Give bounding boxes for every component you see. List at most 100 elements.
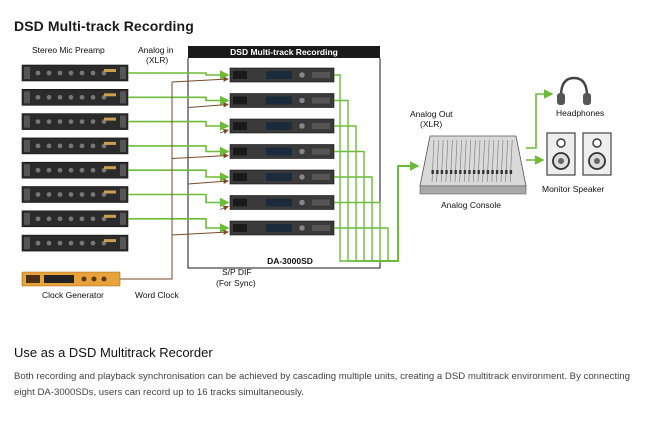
mic-preamp-unit <box>21 186 129 203</box>
sync-wire <box>171 76 229 83</box>
clock-generator-label: Clock Generator <box>42 290 104 300</box>
mic-preamp-unit <box>21 88 129 106</box>
console-fader <box>491 170 494 174</box>
recording-box-title: DSD Multi-track Recording <box>230 47 338 57</box>
console-channel-strip <box>491 139 495 183</box>
audio-in-wire <box>128 218 230 233</box>
analog-out-xlr-label: (XLR) <box>420 119 442 129</box>
console-fader <box>500 170 503 174</box>
audio-out-wire <box>334 165 418 262</box>
headphones-icon <box>557 76 591 105</box>
preamp-stack <box>21 64 129 252</box>
audio-out-wire <box>334 125 418 262</box>
console-channel-strip <box>496 139 499 183</box>
console-fader <box>431 170 434 174</box>
mic-preamp-unit <box>21 113 129 130</box>
spdif-sync-label: (For Sync) <box>216 278 256 288</box>
mic-preamp-unit <box>21 210 129 228</box>
monitor-speaker-icon <box>546 132 612 176</box>
console-fader <box>472 170 476 174</box>
recorder-unit <box>229 93 335 108</box>
sync-wire <box>219 205 229 211</box>
analog-out-label: Analog Out <box>410 109 453 119</box>
console-channel-strip <box>500 139 504 183</box>
clock-generator <box>21 271 121 287</box>
sync-wire <box>219 129 229 135</box>
console-fader <box>505 170 508 174</box>
audio-in-wire <box>128 95 230 106</box>
recorder-stack <box>229 67 335 236</box>
console-channel-strip <box>473 139 476 183</box>
recording-diagram: Stereo Mic Preamp Analog in (XLR) DSD Mu… <box>21 45 612 300</box>
stereo-mic-preamp-label: Stereo Mic Preamp <box>32 45 105 55</box>
recording-box-frame <box>187 58 381 269</box>
console-fader <box>436 170 439 174</box>
sync-wire <box>171 153 229 159</box>
console-channel-strip <box>440 139 444 183</box>
audio-in-wire <box>128 70 230 80</box>
console-fader <box>449 170 453 174</box>
audio-in-wire <box>128 193 230 208</box>
sync-wire <box>187 102 229 108</box>
analog-console-label: Analog Console <box>441 200 501 210</box>
word-clock-wire <box>120 82 173 280</box>
console-channel-strip <box>463 139 467 183</box>
recorder-unit <box>229 118 335 134</box>
console-fader <box>445 170 448 174</box>
monitor-speaker-label: Monitor Speaker <box>542 184 605 194</box>
mic-preamp-unit <box>21 234 129 252</box>
recorder-unit <box>229 169 335 185</box>
console-channel-strip <box>445 139 449 183</box>
console-channel-strip <box>450 139 453 183</box>
audio-out-wire <box>334 99 418 262</box>
console-fader <box>495 170 499 174</box>
audio-in-wire <box>128 120 230 131</box>
recorder-unit <box>229 67 335 83</box>
audio-out-wire <box>334 165 418 262</box>
headphones-label: Headphones <box>556 108 604 118</box>
console-fader <box>477 170 480 174</box>
sync-wire <box>171 229 229 236</box>
sync-wire <box>187 178 229 185</box>
console-channel-strip <box>505 139 508 183</box>
recorder-unit <box>229 195 335 210</box>
console-fader <box>509 170 513 174</box>
mic-preamp-unit <box>21 161 129 179</box>
console-fader <box>463 170 467 174</box>
audio-in-wire <box>128 145 230 157</box>
console-channel-strip <box>459 139 462 183</box>
recorder-unit <box>229 144 335 159</box>
recorder-label: DA-3000SD <box>267 256 313 266</box>
word-clock-label: Word Clock <box>135 290 180 300</box>
console-channel-strip <box>468 139 472 183</box>
console-fader <box>440 170 444 174</box>
analog-in-xlr-label: (XLR) <box>146 55 168 65</box>
audio-out-wire <box>334 165 418 262</box>
headphones-wire <box>526 89 554 149</box>
recorder-unit <box>229 220 335 236</box>
console-channel-strip <box>431 139 435 183</box>
section-heading: Use as a DSD Multitrack Recorder <box>14 345 213 360</box>
console-channel-strip <box>486 139 490 183</box>
console-fader <box>454 170 457 174</box>
spdif-label: S/P DIF <box>222 267 252 277</box>
console-fader <box>482 170 485 174</box>
analog-console <box>419 135 527 195</box>
section-description: Both recording and playback synchronisat… <box>14 371 630 398</box>
console-channel-strip <box>482 139 485 183</box>
console-fader <box>468 170 471 174</box>
analog-in-label: Analog in <box>138 45 174 55</box>
audio-out-wire <box>334 150 418 262</box>
console-channel-strip <box>454 139 458 183</box>
audio-in-wire <box>128 169 230 182</box>
console-channel-strip <box>436 139 439 183</box>
mic-preamp-unit <box>21 137 129 155</box>
console-channel-strip <box>509 139 513 183</box>
mic-preamp-unit <box>21 64 129 82</box>
page-title: DSD Multi-track Recording <box>14 18 194 34</box>
recording-box-header <box>188 46 380 58</box>
console-fader <box>459 170 462 174</box>
console-channel-strip <box>477 139 481 183</box>
wiring <box>120 70 554 280</box>
audio-out-wire <box>334 74 418 262</box>
